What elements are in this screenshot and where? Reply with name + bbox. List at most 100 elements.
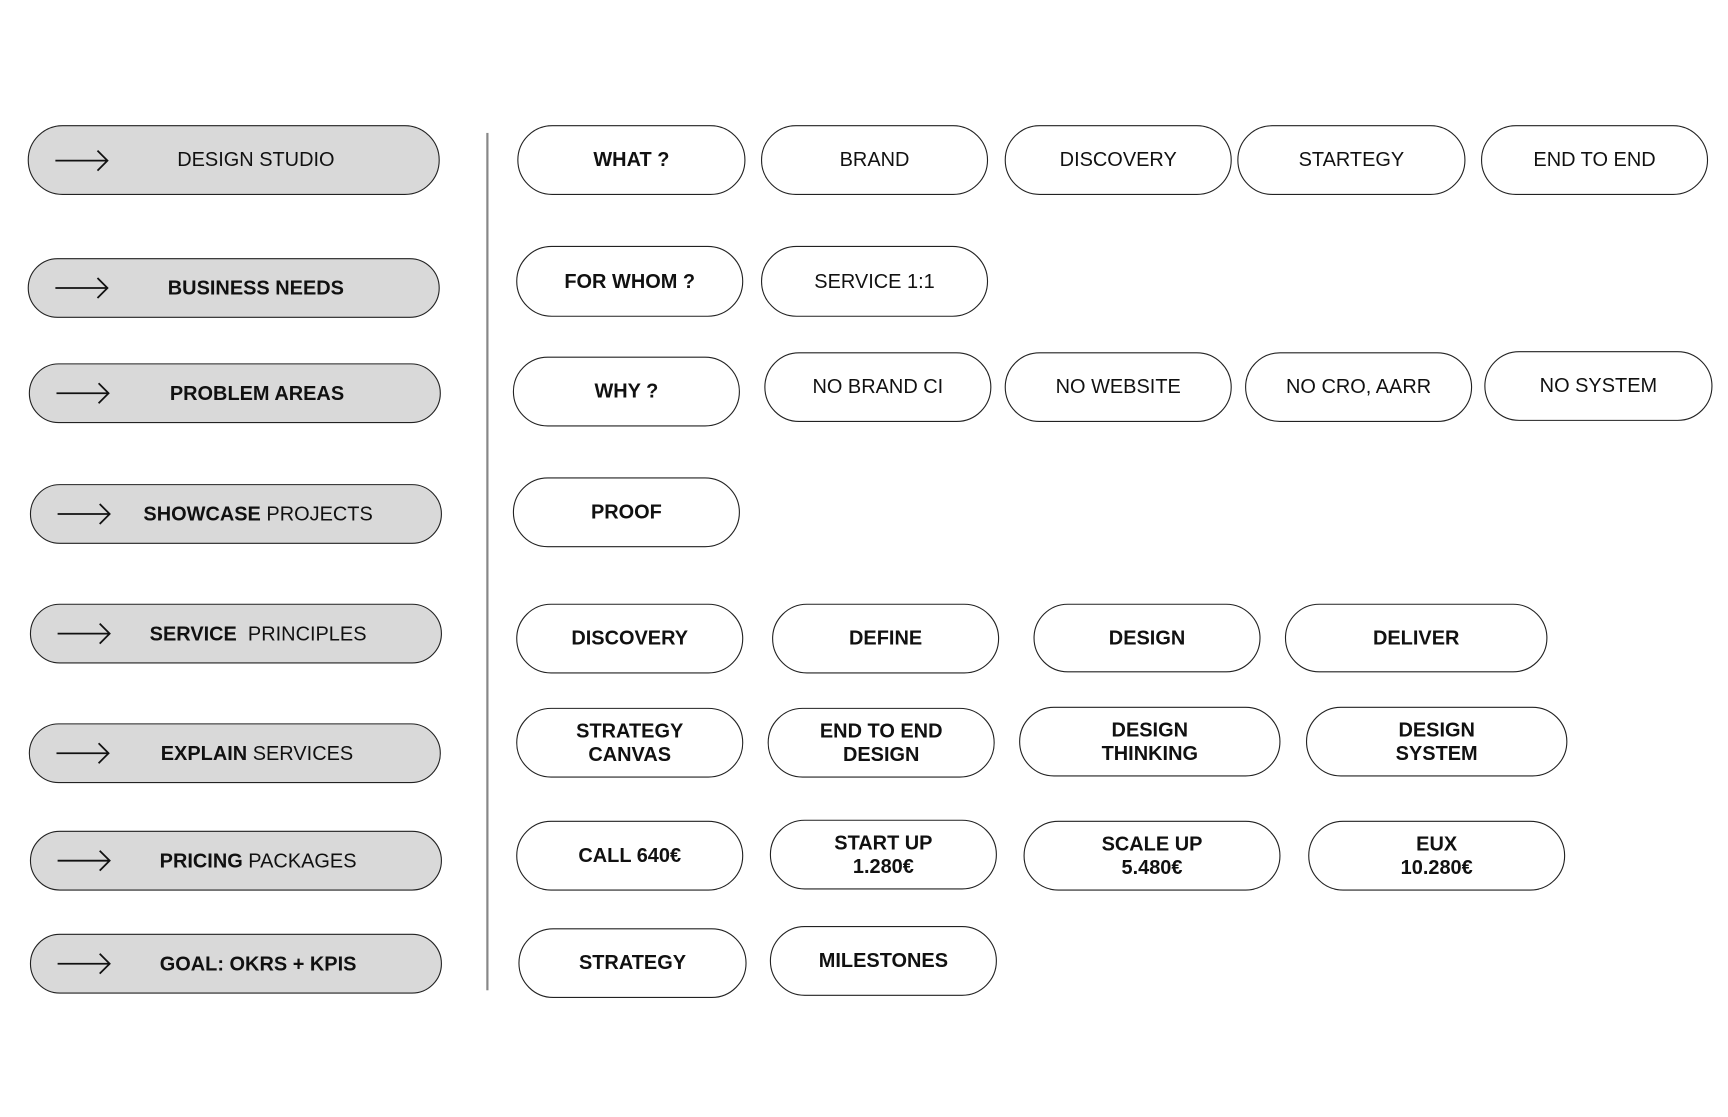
arrow-right-icon xyxy=(55,277,109,299)
pill-what-0[interactable]: WHAT ? xyxy=(517,125,746,195)
pill-principles-0[interactable]: DISCOVERY xyxy=(516,603,744,674)
label-regular: SERVICES xyxy=(247,741,354,764)
pill-label-line: END TO END xyxy=(819,719,943,742)
arrow-right-icon xyxy=(57,503,111,525)
pill-why-0[interactable]: WHY ? xyxy=(512,356,740,427)
left-pill[interactable]: PRICING PACKAGES xyxy=(29,830,442,891)
pill-label-line: DESIGN xyxy=(1398,718,1475,741)
left-pill-label: DESIGN STUDIO xyxy=(29,148,439,171)
pill-label-line: STRATEGY xyxy=(576,719,684,742)
pill-label: NO WEBSITE xyxy=(1055,375,1181,398)
label-bold: PRICING xyxy=(159,849,243,872)
pill-goal-0[interactable]: STRATEGY xyxy=(518,928,747,999)
left-pill-label: GOAL: OKRS + KPIS xyxy=(31,952,441,975)
pill-label: DELIVER xyxy=(1372,626,1460,649)
pill-label: DESIGN xyxy=(1108,626,1186,649)
pill-label-line: SYSTEM xyxy=(1395,741,1478,764)
label-bold: BUSINESS NEEDS xyxy=(167,276,344,299)
pill-label: FOR WHOM ? xyxy=(564,269,696,292)
label-regular: DESIGN STUDIO xyxy=(177,148,335,171)
label-bold: SHOWCASE xyxy=(143,502,261,525)
pill-pricing-0[interactable]: CALL 640€ xyxy=(516,820,744,891)
left-pill-label: PRICING PACKAGES xyxy=(31,849,441,872)
pill-goal-1[interactable]: MILESTONES xyxy=(769,926,997,996)
pill-for_whom-0[interactable]: FOR WHOM ? xyxy=(516,245,744,317)
arrow-right-icon xyxy=(57,623,111,645)
label-regular: PROJECTS xyxy=(260,502,373,525)
pill-label: NO BRAND CI xyxy=(812,375,944,398)
pill-principles-2[interactable]: DESIGN xyxy=(1033,603,1261,673)
pill-label-line: 10.280€ xyxy=(1400,855,1473,878)
pill-why-1[interactable]: NO BRAND CI xyxy=(764,352,992,423)
pill-label-line: CALL 640€ xyxy=(578,844,682,867)
left-pill-label: SERVICE PRINCIPLES xyxy=(31,622,441,645)
left-pill-label: BUSINESS NEEDS xyxy=(29,276,439,299)
pill-label: CALL 640€ xyxy=(578,844,681,867)
left-pill-label: SHOWCASE PROJECTS xyxy=(31,502,441,525)
pill-label-line: SCALE UP xyxy=(1101,832,1203,855)
pill-principles-1[interactable]: DEFINE xyxy=(772,603,1000,674)
label-bold: GOAL: OKRS + KPIS xyxy=(159,952,357,975)
label-bold: PROBLEM AREAS xyxy=(169,381,345,404)
pill-label: NO CRO, AARR xyxy=(1286,375,1432,398)
pill-why-3[interactable]: NO CRO, AARR xyxy=(1245,352,1473,423)
pill-label: STRATEGY xyxy=(578,951,687,974)
pill-label-line: THINKING xyxy=(1101,741,1198,764)
arrow-right-icon xyxy=(56,382,110,404)
pill-label: END TO END xyxy=(1533,148,1656,171)
left-pill[interactable]: GOAL: OKRS + KPIS xyxy=(29,933,442,994)
pill-label-line: EUX xyxy=(1416,832,1458,855)
left-pill[interactable]: DESIGN STUDIO xyxy=(27,125,440,195)
pill-what-1[interactable]: BRAND xyxy=(760,125,989,195)
pill-label: DEFINE xyxy=(849,626,923,650)
left-pill[interactable]: BUSINESS NEEDS xyxy=(27,258,440,318)
pill-label-line: 5.480€ xyxy=(1121,855,1183,878)
pill-label-line: DESIGN xyxy=(842,742,920,765)
left-pill-label: EXPLAIN SERVICES xyxy=(30,742,440,765)
pill-label: MILESTONES xyxy=(818,949,949,972)
pill-what-3[interactable]: STARTEGY xyxy=(1237,125,1466,195)
pill-label: WHY ? xyxy=(594,379,659,403)
label-bold: SERVICE xyxy=(149,621,237,645)
arrow-right-icon xyxy=(57,850,111,872)
left-pill[interactable]: PROBLEM AREAS xyxy=(28,363,441,424)
left-pill[interactable]: EXPLAIN SERVICES xyxy=(28,723,441,784)
pill-why-4[interactable]: NO SYSTEM xyxy=(1484,351,1713,421)
label-regular: PACKAGES xyxy=(242,849,357,872)
pill-for_whom-1[interactable]: SERVICE 1:1 xyxy=(760,245,989,317)
pill-label-line: 1.280€ xyxy=(852,854,914,877)
left-pill[interactable]: SHOWCASE PROJECTS xyxy=(29,484,442,544)
pill-what-2[interactable]: DISCOVERY xyxy=(1004,125,1232,195)
label-regular: PRINCIPLES xyxy=(236,621,367,645)
pill-principles-3[interactable]: DELIVER xyxy=(1284,603,1548,673)
left-pill[interactable]: SERVICE PRINCIPLES xyxy=(29,603,442,664)
pill-label: STARTEGY xyxy=(1298,148,1405,171)
pill-label: DISCOVERY xyxy=(1059,148,1177,171)
label-bold: EXPLAIN xyxy=(160,741,248,764)
pill-label-line: START UP xyxy=(834,831,933,854)
pill-why-2[interactable]: NO WEBSITE xyxy=(1004,352,1232,423)
arrow-right-icon xyxy=(56,742,110,764)
pill-proof-0[interactable]: PROOF xyxy=(512,477,740,548)
arrow-right-icon xyxy=(57,953,111,975)
pill-what-4[interactable]: END TO END xyxy=(1480,125,1709,195)
left-pill-label: PROBLEM AREAS xyxy=(30,382,440,405)
pill-label: WHAT ? xyxy=(593,148,670,171)
arrow-right-icon xyxy=(55,149,109,171)
pill-label: SERVICE 1:1 xyxy=(814,269,935,292)
